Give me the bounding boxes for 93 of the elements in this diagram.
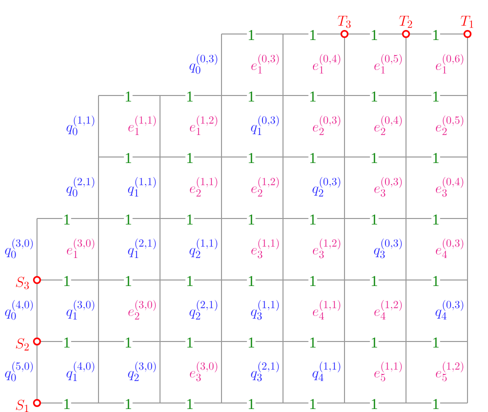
weight-label: 1 [246,29,256,41]
weight-label: 1 [124,90,133,102]
terminal-label: $S_3$ [16,276,29,290]
weight-label: 1 [308,90,318,102]
weight-label: 1 [246,214,256,226]
cell-label: $e_2^{(0,3)}$ [312,115,340,136]
weight-label: 1 [370,398,379,410]
cell-label: $q_3^{(0,3)}$ [374,238,402,258]
cell-label: $q_0^{(3,0)}$ [5,238,33,258]
cell-label: $q_3^{(2,1)}$ [251,361,279,382]
weight-label: 1 [246,398,256,410]
cell-label: $e_1^{(0,3)}$ [251,54,279,74]
weight-label: 1 [370,152,379,164]
cell-label: $e_1^{(0,6)}$ [436,54,464,74]
weight-label: 1 [62,214,72,226]
cell-label: $q_1^{(2,1)}$ [128,238,156,258]
weight-label: 1 [124,214,133,226]
weight-label: 1 [185,214,194,226]
cell-label: $e_1^{(1,1)}$ [128,115,156,136]
weight-label: 1 [246,336,256,348]
cell-label: $e_1^{(3,0)}$ [66,238,94,258]
cell-label: $e_1^{(0,5)}$ [374,54,402,74]
weight-label: 1 [308,398,318,410]
cell-label: $q_1^{(3,0)}$ [66,300,94,320]
cell-label: $q_1^{(0,3)}$ [251,115,279,136]
cell-label: $e_3^{(0,3)}$ [374,176,402,197]
weight-label: 1 [185,90,194,102]
weight-label: 1 [431,275,440,287]
cell-label: $q_2^{(2,1)}$ [190,300,218,320]
weight-label: 1 [308,29,318,41]
cell-label: $q_1^{(1,1)}$ [128,176,156,197]
weight-label: 1 [370,90,379,102]
cell-label: $e_4^{(0,3)}$ [436,238,464,258]
cell-label: $e_4^{(1,1)}$ [312,300,340,320]
weight-label: 1 [431,214,440,226]
weight-label: 1 [124,275,133,287]
weight-label: 1 [185,152,194,164]
terminal-label: $T_3$ [338,16,351,28]
weight-label: 1 [431,152,440,164]
cell-label: $e_3^{(3,0)}$ [190,361,218,382]
cell-label: $e_2^{(1,2)}$ [251,176,279,197]
cell-label: $e_4^{(1,2)}$ [374,300,402,320]
weight-label: 1 [431,398,440,410]
weight-label: 1 [124,336,133,348]
weight-label: 1 [431,29,440,41]
weight-label: 1 [62,275,72,287]
cell-label: $e_2^{(0,5)}$ [436,115,464,136]
terminal-label: $T_1$ [460,16,474,28]
cell-label: $q_1^{(4,0)}$ [66,361,94,382]
cell-label: $q_4^{(0,3)}$ [436,300,464,320]
cell-label: $q_2^{(1,1)}$ [190,238,218,258]
cell-label: $e_2^{(0,4)}$ [374,115,402,136]
weight-label: 1 [185,398,194,410]
weight-label: 1 [124,398,133,410]
cell-label: $e_5^{(1,2)}$ [436,361,464,382]
weight-label: 1 [308,336,318,348]
weight-label: 1 [62,398,72,410]
weight-label: 1 [308,275,318,287]
cell-label: $q_0^{(0,3)}$ [190,54,218,74]
cell-label: $q_3^{(1,1)}$ [251,300,279,320]
weight-label: 1 [246,275,256,287]
terminal-label: $S_1$ [16,400,28,412]
weight-label: 1 [185,275,194,287]
cell-label: $e_1^{(0,4)}$ [312,54,340,74]
terminal-label: $S_2$ [16,338,29,350]
cell-label: $e_5^{(1,1)}$ [374,361,402,382]
weight-label: 1 [124,152,133,164]
cell-label: $q_2^{(3,0)}$ [128,361,156,382]
cell-label: $q_2^{(0,3)}$ [312,176,340,197]
weight-label: 1 [370,29,379,41]
cell-label: $q_0^{(4,0)}$ [5,300,33,320]
weight-label: 1 [308,214,318,226]
cell-label: $q_0^{(5,0)}$ [5,361,33,382]
weight-label: 1 [370,275,379,287]
weight-label: 1 [431,336,440,348]
cell-label: $e_1^{(1,2)}$ [190,115,218,136]
weight-label: 1 [308,152,318,164]
cell-label: $q_0^{(1,1)}$ [66,115,94,136]
cell-label: $e_3^{(0,4)}$ [436,176,464,197]
weight-label: 1 [246,90,256,102]
cell-label: $e_2^{(1,1)}$ [190,176,218,197]
cell-label: $e_3^{(1,2)}$ [312,238,340,258]
cell-label: $e_2^{(3,0)}$ [128,300,156,320]
weight-label: 1 [185,336,194,348]
weight-label: 1 [370,336,379,348]
cell-label: $q_0^{(2,1)}$ [66,176,94,197]
weight-label: 1 [431,90,440,102]
cell-label: $q_4^{(1,1)}$ [312,361,340,382]
weight-label: 1 [370,214,379,226]
terminal-label: $T_2$ [399,16,412,28]
weight-label: 1 [62,336,72,348]
weight-label: 1 [246,152,256,164]
cell-label: $e_3^{(1,1)}$ [251,238,279,258]
